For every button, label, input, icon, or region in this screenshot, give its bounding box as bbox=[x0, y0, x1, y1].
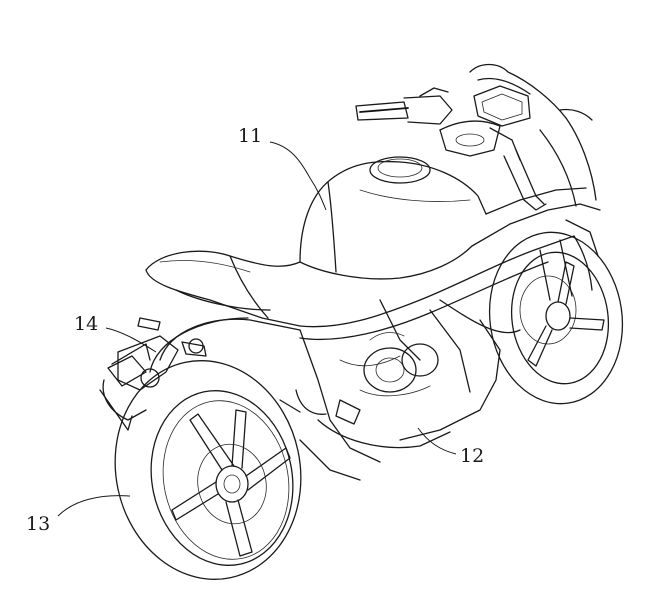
seat bbox=[145, 250, 301, 327]
ref-numeral-14: 14 bbox=[74, 313, 98, 335]
ref-numeral-12: 12 bbox=[460, 445, 484, 467]
leader-lines bbox=[57, 141, 457, 517]
leader-line-11 bbox=[269, 141, 327, 211]
ref-numeral-11: 11 bbox=[238, 125, 262, 147]
ref-numeral-13: 13 bbox=[26, 513, 50, 535]
front-fairing-handlebars bbox=[355, 63, 599, 291]
rear-fender-assembly bbox=[99, 317, 301, 431]
leader-line-13 bbox=[57, 495, 131, 517]
front-wheel bbox=[488, 231, 624, 405]
body-fairing bbox=[279, 187, 601, 481]
leader-line-14 bbox=[105, 327, 157, 353]
fuel-tank bbox=[299, 156, 487, 280]
leader-line-12 bbox=[417, 427, 457, 455]
rear-wheel bbox=[114, 360, 302, 580]
